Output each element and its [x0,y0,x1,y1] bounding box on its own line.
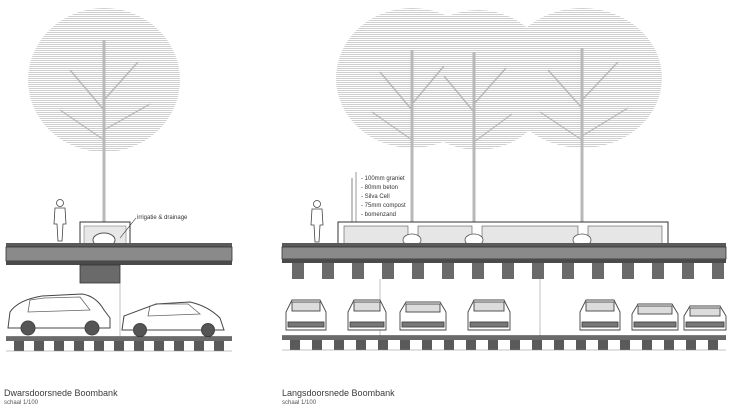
cross-section-scale: schaal 1/100 [4,400,39,406]
tree-trunk-right-1 [371,50,445,232]
deck-top-right [282,243,726,247]
layer-legend: - 100mm graniet - 80mm beton - Silva Cel… [351,172,406,244]
layer-item: - 75mm compost [361,203,406,209]
tree-trunk-right-2 [443,52,513,232]
tree-trunk-right-3 [539,48,629,232]
deck-top-left [6,243,232,247]
foundation-teeth-right [290,340,718,350]
car-front-4 [467,299,511,331]
layer-item: - bomenzand [361,212,396,218]
longitudinal-section: - 100mm graniet - 80mm beton - Silva Cel… [281,172,727,351]
caption-longitudinal-section: Langsdoorsnede Boombank schaal 1/100 [282,388,395,407]
car-suv-left [7,293,111,336]
tree-trunk-left [59,40,151,230]
car-front-6 [631,303,679,331]
car-front-1 [285,299,327,331]
car-front-7 [683,305,727,331]
parking-floor-left [6,337,232,341]
deck-slab-left [5,246,233,262]
car-front-2 [347,299,387,331]
car-front-5 [579,299,621,331]
annotation-leader-left [119,217,137,239]
deck-slab-right [281,246,727,260]
parking-floor-right [282,336,726,340]
layer-item: - 80mm beton [361,185,398,191]
car-sedan-left [121,301,225,337]
layer-item: - Silva Cell [361,194,390,200]
longitudinal-section-scale: schaal 1/100 [282,400,317,406]
layer-item: - 100mm graniet [361,176,405,182]
cross-section-title: Dwarsdoorsnede Boombank [4,388,118,398]
caption-cross-section: Dwarsdoorsnede Boombank schaal 1/100 [4,388,118,407]
person-silhouette-left [53,199,67,242]
deck-bottom-right [282,259,726,263]
annotation-irrigation: irrigatie & drainage [137,215,188,221]
tree-trunk-group [59,40,629,232]
support-beam-left [79,264,121,284]
deck-bottom-left [6,261,232,265]
deck-ribs-right [292,263,724,279]
longitudinal-section-title: Langsdoorsnede Boombank [282,388,395,398]
person-silhouette-right [310,200,324,243]
silva-cell-modules [343,225,663,245]
cross-section: irrigatie & drainage [5,199,233,352]
car-front-3 [399,301,447,331]
foundation-teeth-left [14,341,224,351]
